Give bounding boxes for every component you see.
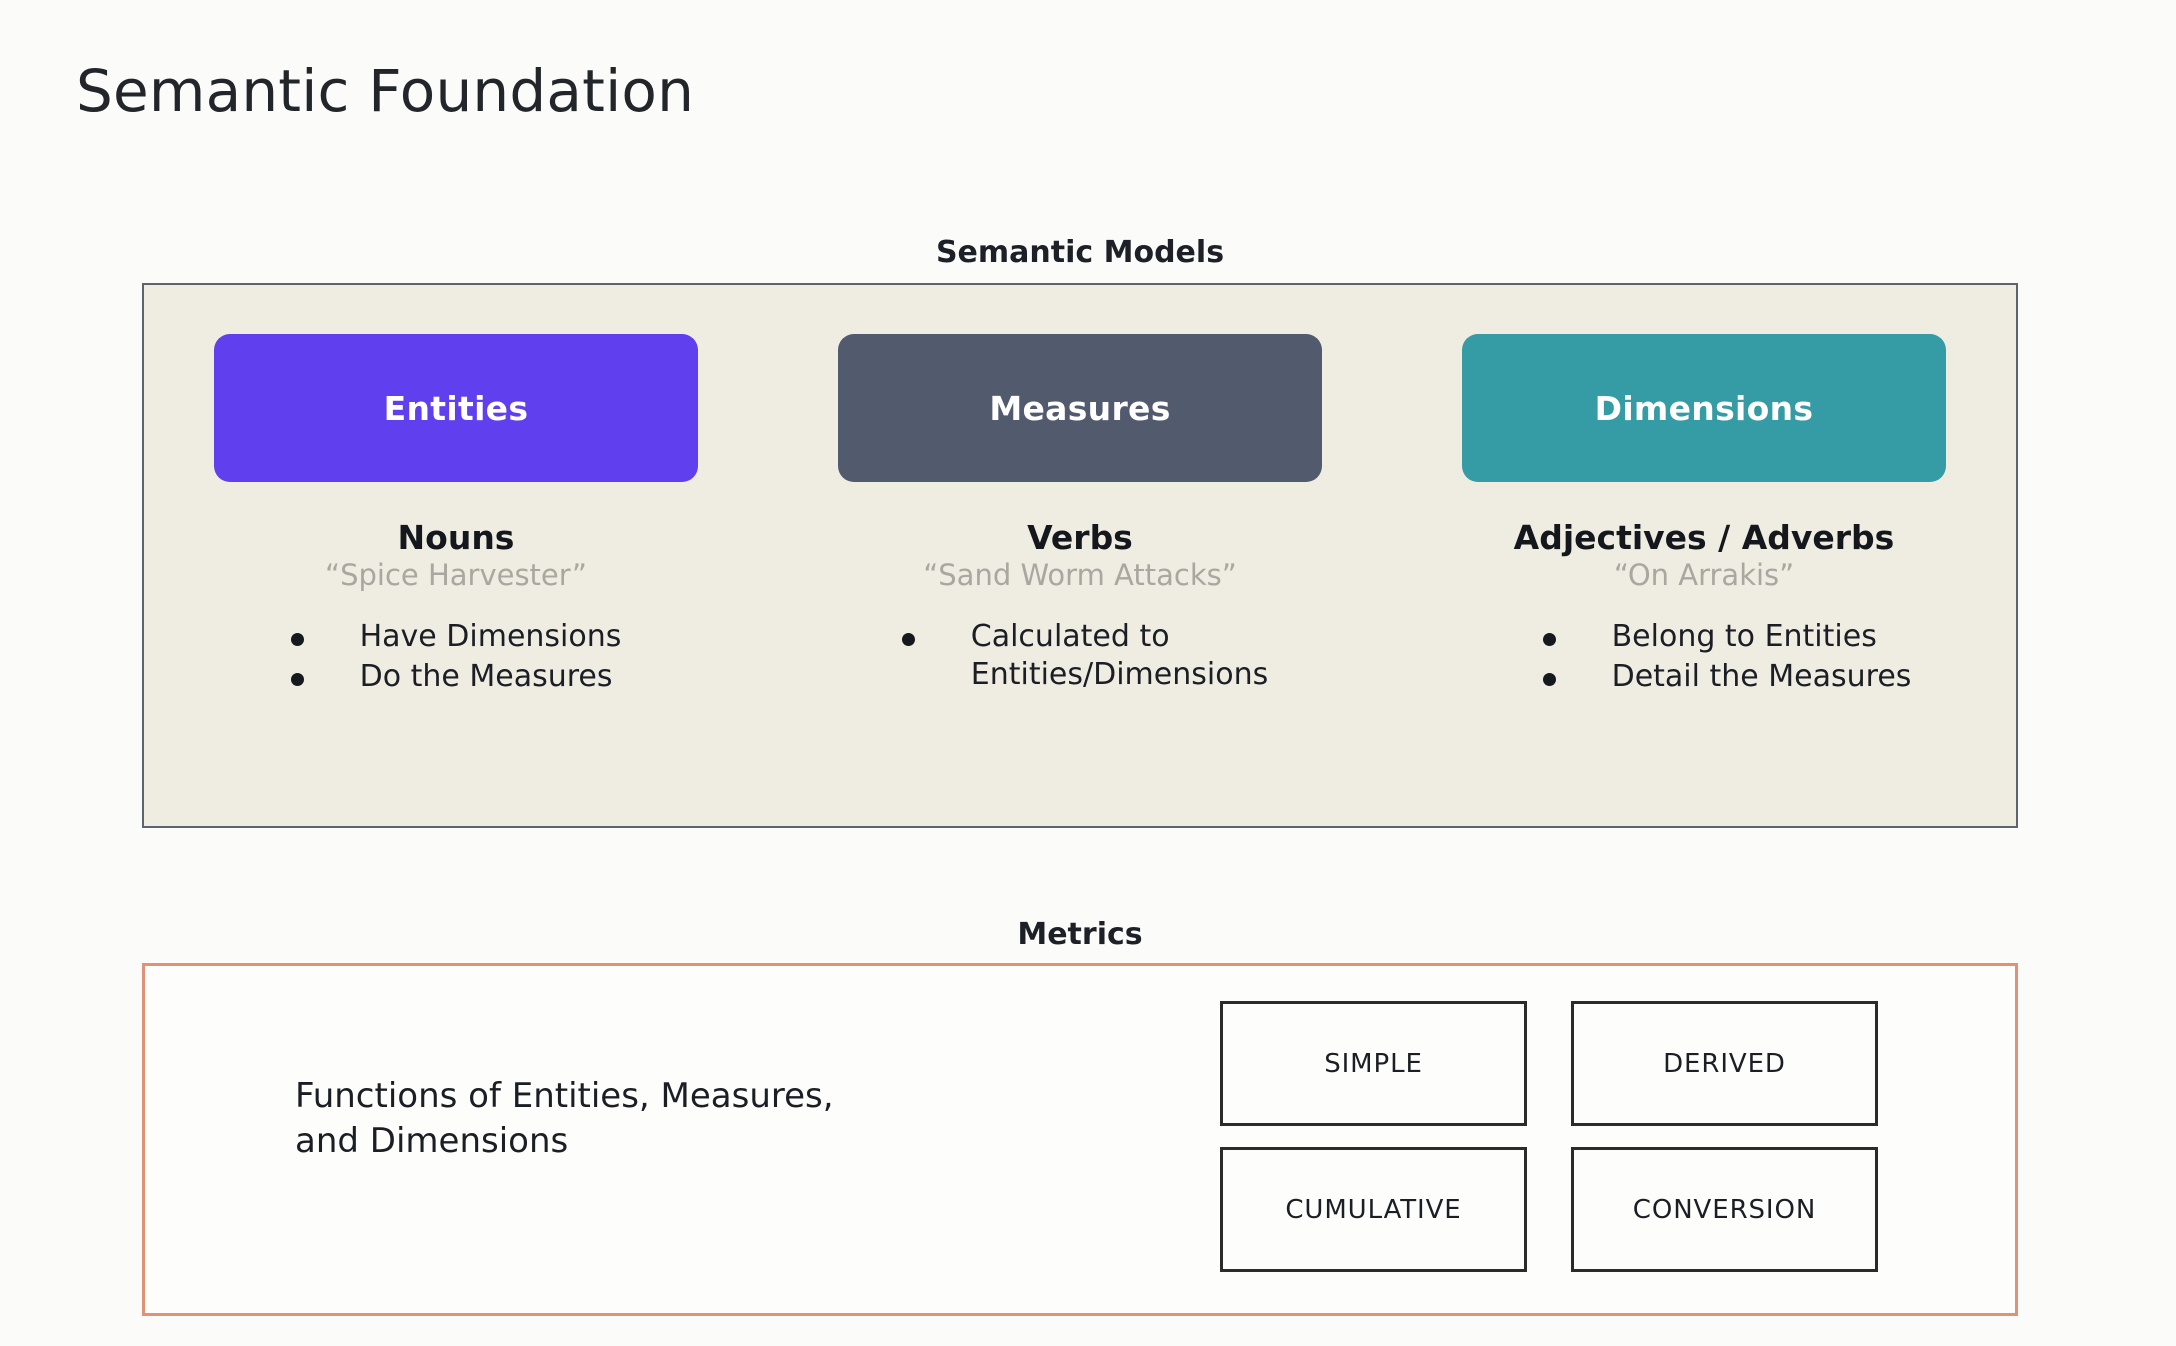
dimensions-bullet-1: Detail the Measures: [1611, 658, 1912, 694]
entities-pill[interactable]: Entities: [214, 334, 698, 482]
bullet-dot-icon: [290, 632, 304, 646]
semantic-models-columns: Entities Nouns “Spice Harvester” Have Di…: [144, 285, 2016, 826]
measures-word-class: Verbs: [1027, 518, 1133, 557]
entities-example: “Spice Harvester”: [325, 557, 587, 592]
bullet-dot-icon: [290, 672, 304, 686]
metrics-caption: Metrics: [1017, 917, 1143, 952]
measures-bullet-0: Calculated to Entities/Dimensions: [970, 618, 1269, 692]
measures-bullet-list: Calculated to Entities/Dimensions: [901, 618, 1269, 697]
metric-type-cumulative[interactable]: CUMULATIVE: [1220, 1147, 1527, 1272]
entities-word-class: Nouns: [397, 518, 515, 557]
list-item: Do the Measures: [290, 658, 622, 696]
list-item: Have Dimensions: [290, 618, 622, 656]
semantic-column-entities: Entities Nouns “Spice Harvester” Have Di…: [144, 285, 768, 826]
semantic-column-dimensions: Dimensions Adjectives / Adverbs “On Arra…: [1392, 285, 2016, 826]
measures-example: “Sand Worm Attacks”: [923, 557, 1237, 592]
semantic-models-panel: Entities Nouns “Spice Harvester” Have Di…: [142, 283, 2018, 828]
dimensions-word-class: Adjectives / Adverbs: [1513, 518, 1895, 557]
bullet-dot-icon: [1542, 632, 1556, 646]
metric-type-grid: SIMPLE DERIVED CUMULATIVE CONVERSION: [1220, 1001, 1878, 1272]
semantic-models-caption: Semantic Models: [935, 235, 1225, 270]
bullet-dot-icon: [1542, 672, 1556, 686]
list-item: Belong to Entities: [1542, 618, 1912, 656]
measures-pill[interactable]: Measures: [838, 334, 1322, 482]
entities-bullet-list: Have Dimensions Do the Measures: [290, 618, 622, 699]
entities-bullet-0: Have Dimensions: [359, 618, 622, 654]
list-item: Detail the Measures: [1542, 658, 1912, 696]
dimensions-example: “On Arrakis”: [1613, 557, 1795, 592]
dimensions-bullet-list: Belong to Entities Detail the Measures: [1542, 618, 1912, 699]
metric-type-derived[interactable]: DERIVED: [1571, 1001, 1878, 1126]
list-item: Calculated to Entities/Dimensions: [901, 618, 1269, 695]
dimensions-bullet-0: Belong to Entities: [1611, 618, 1877, 654]
metric-type-conversion[interactable]: CONVERSION: [1571, 1147, 1878, 1272]
metrics-panel: Functions of Entities, Measures, and Dim…: [142, 963, 2018, 1316]
bullet-dot-icon: [901, 632, 915, 646]
semantic-column-measures: Measures Verbs “Sand Worm Attacks” Calcu…: [768, 285, 1392, 826]
metrics-description: Functions of Entities, Measures, and Dim…: [295, 1076, 834, 1162]
dimensions-pill[interactable]: Dimensions: [1462, 334, 1946, 482]
metric-type-simple[interactable]: SIMPLE: [1220, 1001, 1527, 1126]
entities-bullet-1: Do the Measures: [359, 658, 613, 694]
page-title: Semantic Foundation: [76, 57, 695, 125]
